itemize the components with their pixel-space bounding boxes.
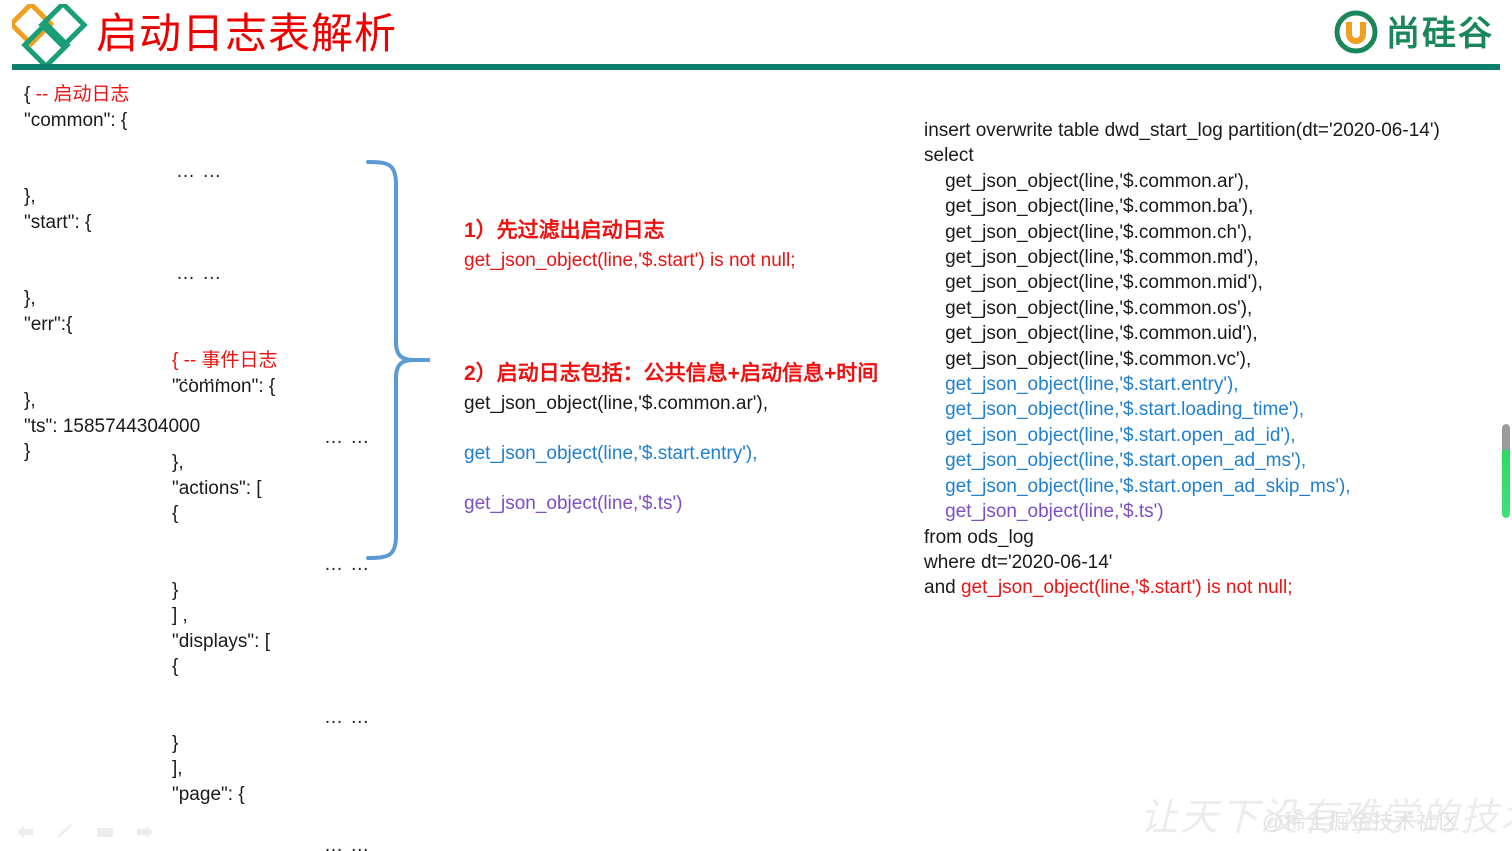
code-line: ] , bbox=[172, 605, 188, 626]
slide-header: 启动日志表解析 尚硅谷 bbox=[0, 0, 1512, 72]
spacer bbox=[464, 468, 904, 489]
code-line: "page": { bbox=[172, 783, 245, 805]
code-line: "ts": 1585744304000 bbox=[24, 415, 201, 437]
sql-line: get_json_object(line,'$.common.ba'), bbox=[924, 196, 1254, 218]
code-line: … … bbox=[324, 426, 371, 448]
sql-line: get_json_object(line,'$.common.ar'), bbox=[924, 170, 1250, 192]
annotation-step-1: 1）先过滤出启动日志 get_json_object(line,'$.start… bbox=[464, 216, 904, 275]
code-line: … … bbox=[324, 834, 371, 851]
annotation-step-2: 2）启动日志包括：公共信息+启动信息+时间 get_json_object(li… bbox=[464, 359, 904, 518]
code-line: }, bbox=[24, 186, 36, 207]
step1-code: get_json_object(line,'$.start') is not n… bbox=[464, 250, 796, 271]
sql-line: get_json_object(line,'$.common.os'), bbox=[924, 297, 1253, 319]
diamond-logo-icon bbox=[7, 0, 90, 70]
sql-fragment: and bbox=[924, 577, 961, 599]
code-line bbox=[172, 680, 370, 706]
code-line bbox=[24, 133, 222, 159]
sql-line: where dt='2020-06-14' bbox=[924, 551, 1113, 573]
code-line: } bbox=[172, 579, 179, 601]
page-scrollbar[interactable] bbox=[1502, 424, 1510, 518]
sql-line: insert overwrite table dwd_start_log par… bbox=[924, 120, 1440, 141]
code-line bbox=[172, 807, 370, 833]
step2-code-common: get_json_object(line,'$.common.ar'), bbox=[464, 393, 769, 414]
annotation-column: 1）先过滤出启动日志 get_json_object(line,'$.start… bbox=[464, 216, 904, 518]
sql-line: get_json_object(line,'$.common.mid'), bbox=[924, 272, 1263, 294]
community-watermark: @稀土掘金技术社区 bbox=[1262, 811, 1461, 834]
code-line: … … bbox=[324, 707, 371, 728]
code-line: { bbox=[172, 503, 179, 524]
code-line: … … bbox=[176, 364, 223, 386]
sql-line: get_json_object(line,'$.common.vc'), bbox=[924, 348, 1252, 370]
sql-line: from ods_log bbox=[924, 526, 1034, 548]
event-log-json-block: { -- 事件日志"common": { … …},"actions": [{ … bbox=[172, 348, 370, 851]
sql-line: get_json_object(line,'$.common.md'), bbox=[924, 247, 1259, 269]
step2-code-ts: get_json_object(line,'$.ts') bbox=[464, 493, 683, 514]
code-line: "common": { bbox=[24, 109, 128, 131]
sql-line: get_json_object(line,'$.start.loading_ti… bbox=[924, 399, 1305, 421]
pen-icon[interactable] bbox=[54, 823, 76, 843]
sql-line: get_json_object(line,'$.ts') bbox=[924, 501, 1164, 523]
code-line: … … bbox=[176, 262, 223, 284]
brace-connector-icon bbox=[366, 150, 432, 570]
scrollbar-thumb-upper[interactable] bbox=[1502, 424, 1510, 450]
scrollbar-thumb-lower[interactable] bbox=[1502, 450, 1510, 518]
spacer bbox=[464, 418, 904, 439]
sql-line: get_json_object(line,'$.start.open_ad_sk… bbox=[924, 475, 1351, 497]
sql-line: select bbox=[924, 145, 974, 167]
slogan-watermark: 让天下没有难学的技术 bbox=[1140, 797, 1512, 839]
code-line: "start": { bbox=[24, 211, 92, 233]
sql-line: get_json_object(line,'$.common.ch'), bbox=[924, 221, 1253, 243]
step2-heading: 2）启动日志包括：公共信息+启动信息+时间 bbox=[464, 362, 879, 385]
code-fragment-comment: -- 启动日志 bbox=[35, 84, 130, 105]
atguigu-logo: 尚硅谷 bbox=[1334, 10, 1494, 58]
code-line: "err":{ bbox=[24, 313, 73, 335]
code-line bbox=[172, 399, 370, 425]
arrow-right-icon[interactable] bbox=[134, 823, 156, 843]
presentation-controls bbox=[14, 823, 156, 843]
code-line: }, bbox=[24, 390, 36, 411]
code-line: }, bbox=[172, 452, 184, 473]
code-line bbox=[172, 527, 370, 553]
code-line bbox=[24, 235, 222, 261]
code-line: ], bbox=[172, 758, 183, 779]
sql-statement-block: insert overwrite table dwd_start_log par… bbox=[924, 118, 1440, 601]
sql-fragment-highlight: get_json_object(line,'$.start') is not n… bbox=[960, 577, 1293, 599]
code-line: "actions": [ bbox=[172, 477, 262, 499]
sql-line: and get_json_object(line,'$.start') is n… bbox=[924, 575, 1440, 600]
code-line: { -- 事件日志 bbox=[172, 350, 278, 371]
code-line: { bbox=[172, 656, 179, 677]
sql-line: get_json_object(line,'$.start.open_ad_ms… bbox=[924, 450, 1307, 472]
code-line: }, bbox=[24, 288, 36, 309]
start-log-json-block: { -- 启动日志"common": { … …},"start": { … …… bbox=[24, 82, 222, 465]
header-divider bbox=[12, 64, 1500, 70]
code-line: "displays": [ bbox=[172, 630, 270, 652]
arrow-left-icon[interactable] bbox=[14, 823, 36, 843]
code-line: } bbox=[24, 441, 31, 462]
sql-line: get_json_object(line,'$.start.open_ad_id… bbox=[924, 424, 1296, 446]
code-line: … … bbox=[176, 160, 223, 182]
sql-line: get_json_object(line,'$.common.uid'), bbox=[924, 323, 1258, 345]
atguigu-mark-icon bbox=[1334, 10, 1378, 59]
code-line: { -- 启动日志 bbox=[24, 82, 222, 108]
step2-code-start: get_json_object(line,'$.start.entry'), bbox=[464, 443, 758, 464]
code-line: … … bbox=[324, 554, 371, 575]
step1-heading: 1）先过滤出启动日志 bbox=[464, 219, 665, 242]
atguigu-logo-text: 尚硅谷 bbox=[1386, 15, 1494, 53]
code-line: "common": { bbox=[172, 375, 276, 397]
slide-menu-icon[interactable] bbox=[94, 823, 116, 843]
sql-line: get_json_object(line,'$.start.entry'), bbox=[924, 374, 1239, 396]
code-line: } bbox=[172, 732, 179, 754]
code-fragment: { bbox=[24, 84, 36, 105]
page-title: 启动日志表解析 bbox=[96, 10, 398, 57]
